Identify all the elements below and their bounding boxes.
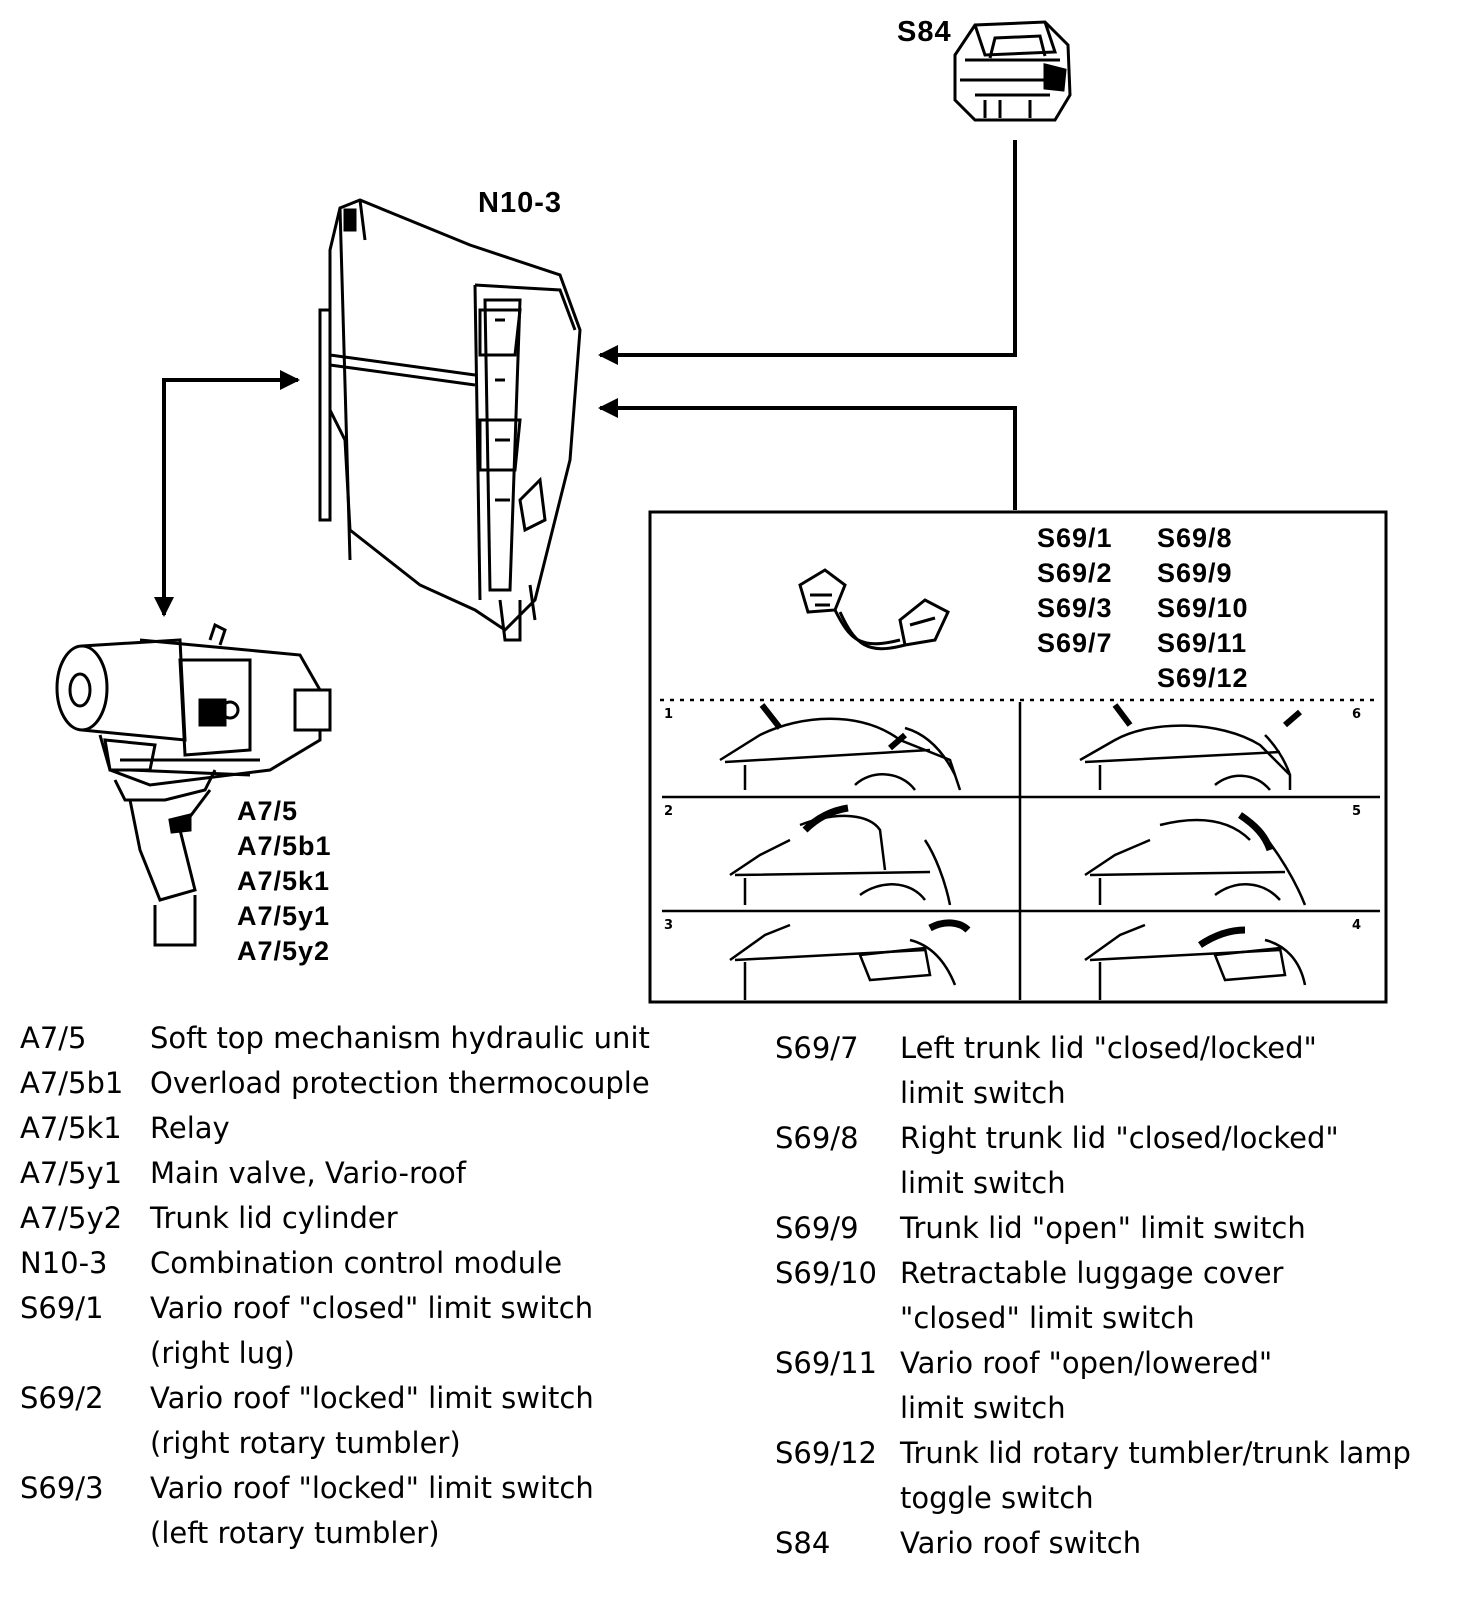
legend-code: A7/5y1: [20, 1156, 123, 1190]
limit-switch-label: S69/10: [1157, 593, 1249, 623]
limit-switch-label: S69/11: [1157, 628, 1247, 658]
legend-code: A7/5b1: [20, 1066, 124, 1100]
legend-description: Right trunk lid "closed/locked" limit sw…: [900, 1121, 1339, 1200]
legend-code: N10-3: [20, 1246, 108, 1280]
limit-switch-drawing: [798, 568, 950, 651]
legend-item: S69/7 Left trunk lid "closed/locked" limi…: [775, 1026, 1465, 1116]
sequence-step-4-sketch: [1084, 923, 1307, 1000]
legend-item: S69/10 Retractable luggage cover "closed"…: [775, 1251, 1465, 1341]
legend-description: Vario roof "locked" limit switch (right …: [150, 1381, 594, 1460]
limit-switch-label: S69/7: [1037, 628, 1113, 658]
hydraulic-component-label: A7/5y2: [237, 936, 330, 966]
legend-item: N10-3 Combination control module: [20, 1241, 740, 1286]
legend-item: S69/3 Vario roof "locked" limit switch (l…: [20, 1466, 740, 1556]
sequence-step-number: 5: [1352, 804, 1361, 819]
legend-code: S69/9: [775, 1211, 859, 1245]
legend-item: A7/5y1 Main valve, Vario-roof: [20, 1151, 740, 1196]
legend-description: Vario roof "closed" limit switch (right …: [150, 1291, 594, 1370]
legend-description: Soft top mechanism hydraulic unit: [150, 1021, 650, 1055]
legend-description: Vario roof "open/lowered" limit switch: [900, 1346, 1273, 1425]
legend-item: S69/1 Vario roof "closed" limit switch (r…: [20, 1286, 740, 1376]
limit-switch-label: S69/1: [1037, 523, 1113, 553]
legend-description: Retractable luggage cover "closed" limit…: [900, 1256, 1284, 1335]
legend-code: A7/5y2: [20, 1201, 123, 1235]
sequence-step-number: 1: [664, 707, 673, 722]
legend-code: S69/2: [20, 1381, 104, 1415]
sequence-step-2-sketch: [729, 804, 952, 906]
legend-code: S69/12: [775, 1436, 877, 1470]
legend-code: S69/1: [20, 1291, 104, 1325]
legend-code: A7/5: [20, 1021, 87, 1055]
sequence-step-numbers: 1 2 3 4 5 6: [664, 707, 1361, 933]
hydraulic-component-label: A7/5k1: [237, 866, 330, 896]
legend-item: S69/8 Right trunk lid "closed/locked" lim…: [775, 1116, 1465, 1206]
hydraulic-component-label: A7/5b1: [237, 831, 332, 861]
legend-description: Relay: [150, 1111, 230, 1145]
legend-description: Combination control module: [150, 1246, 563, 1280]
s84-signal-line: [598, 140, 1017, 365]
sequence-step-3-sketch: [729, 919, 971, 1000]
sequence-step-5-sketch: [1084, 812, 1307, 906]
switch-label: S84: [897, 16, 952, 48]
legend-description: Vario roof "locked" limit switch (left r…: [150, 1471, 594, 1550]
legend-code: A7/5k1: [20, 1111, 122, 1145]
legend-code: S69/3: [20, 1471, 104, 1505]
limit-switch-label: S69/12: [1157, 663, 1249, 693]
legend-item: S69/12 Trunk lid rotary tumbler/trunk lam…: [775, 1431, 1465, 1521]
hydraulic-component-label: A7/5y1: [237, 901, 330, 931]
hydraulic-unit-drawing: [55, 622, 332, 947]
hydraulic-component-label: A7/5: [237, 796, 298, 826]
hydraulic-bidirectional-line: [154, 370, 300, 617]
legend-code: S69/8: [775, 1121, 859, 1155]
control-module-drawing: [318, 198, 582, 642]
sequence-step-number: 3: [664, 918, 673, 933]
limit-switch-label: S69/8: [1157, 523, 1233, 553]
legend-code: S69/10: [775, 1256, 877, 1290]
limit-switch-signal-line: [598, 398, 1017, 510]
roof-sequence-grid: [660, 698, 1380, 1000]
legend-code: S84: [775, 1526, 831, 1560]
legend-description: Vario roof switch: [900, 1526, 1142, 1560]
legend-code: S69/7: [775, 1031, 859, 1065]
limit-switch-label: S69/9: [1157, 558, 1233, 588]
legend-item: S69/2 Vario roof "locked" limit switch (r…: [20, 1376, 740, 1466]
connection-lines: [154, 140, 1017, 617]
legend-code: S69/11: [775, 1346, 877, 1380]
sequence-step-6-sketch: [1079, 703, 1302, 791]
limit-switch-label: S69/2: [1037, 558, 1113, 588]
vario-roof-switch-drawing: [953, 20, 1072, 122]
legend-description: Left trunk lid "closed/locked" limit swi…: [900, 1031, 1317, 1110]
sequence-step-number: 2: [664, 804, 673, 819]
legend-item: A7/5 Soft top mechanism hydraulic unit: [20, 1016, 740, 1061]
legend-description: Overload protection thermocouple: [150, 1066, 650, 1100]
limit-switch-label: S69/3: [1037, 593, 1113, 623]
legend-item: A7/5y2 Trunk lid cylinder: [20, 1196, 740, 1241]
legend-item: S69/9 Trunk lid "open" limit switch: [775, 1206, 1465, 1251]
legend-right: S69/7 Left trunk lid "closed/locked" limi…: [775, 1026, 1465, 1566]
legend-description: Trunk lid cylinder: [150, 1201, 398, 1235]
legend-description: Trunk lid "open" limit switch: [900, 1211, 1306, 1245]
module-label: N10-3: [478, 187, 562, 219]
legend-item: A7/5b1 Overload protection thermocouple: [20, 1061, 740, 1106]
sequence-step-number: 6: [1352, 707, 1361, 722]
legend-description: Trunk lid rotary tumbler/trunk lamp togg…: [900, 1436, 1411, 1515]
sequence-step-number: 4: [1352, 918, 1361, 933]
legend-item: S84 Vario roof switch: [775, 1521, 1465, 1566]
legend-item: A7/5k1 Relay: [20, 1106, 740, 1151]
legend-description: Main valve, Vario-roof: [150, 1156, 466, 1190]
sequence-step-1-sketch: [719, 703, 962, 791]
legend-item: S69/11 Vario roof "open/lowered" limit sw…: [775, 1341, 1465, 1431]
